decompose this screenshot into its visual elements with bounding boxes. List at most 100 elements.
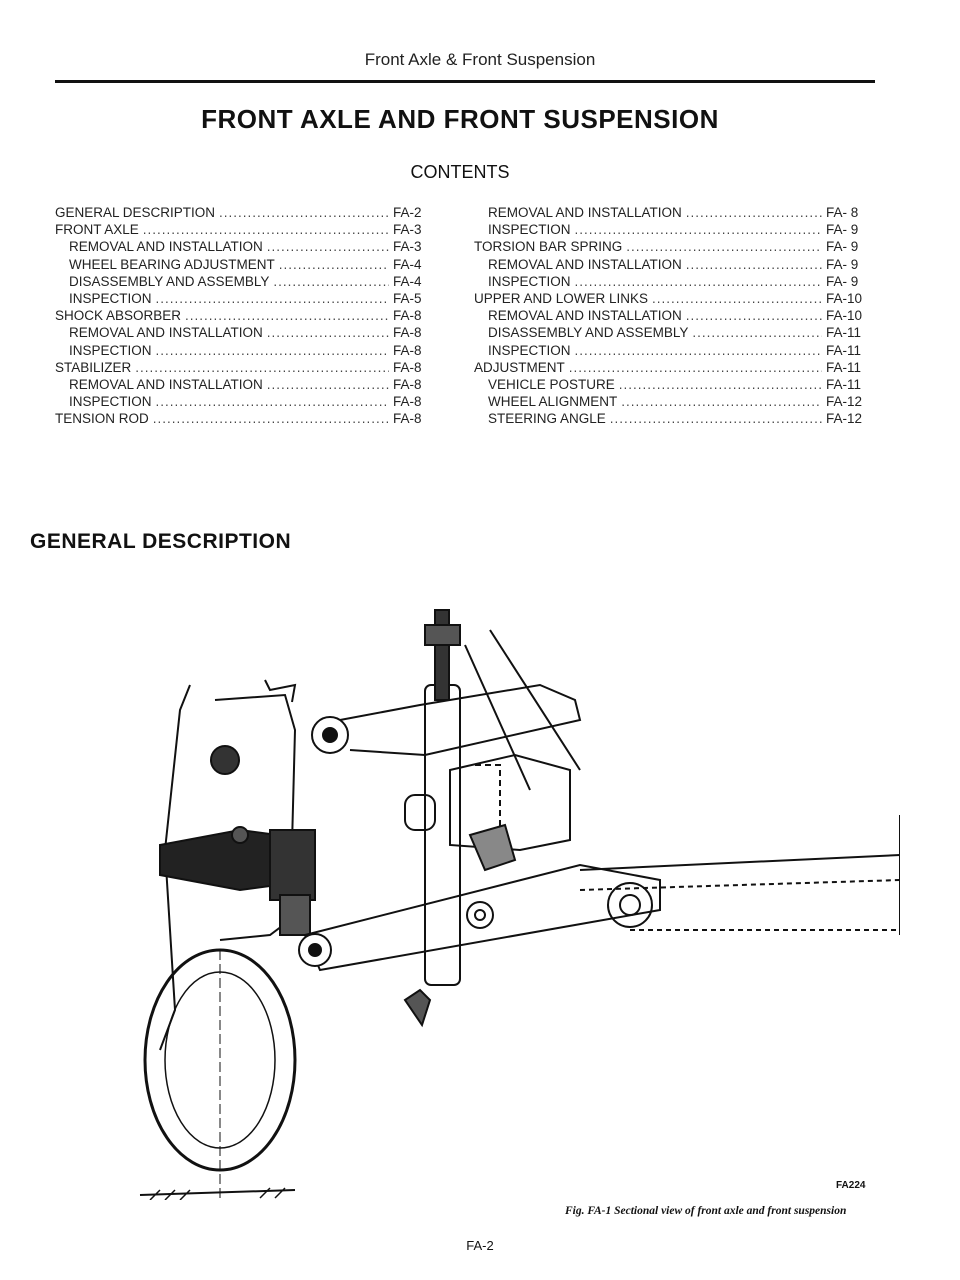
toc-entry-title: INSPECTION xyxy=(488,273,571,289)
toc-entry-title: TORSION BAR SPRING xyxy=(474,239,623,255)
front-suspension-diagram xyxy=(139,609,900,1200)
figure-code: FA224 xyxy=(836,1180,866,1191)
toc-entry: REMOVAL AND INSTALLATIONFA-10 xyxy=(474,307,878,324)
toc-entry-title: WHEEL BEARING ADJUSTMENT xyxy=(69,256,275,272)
frame-bracket xyxy=(449,753,571,852)
toc-entry-title: REMOVAL AND INSTALLATION xyxy=(69,376,263,392)
toc-leader-dots xyxy=(686,204,822,221)
toc-entry-title: INSPECTION xyxy=(69,342,152,358)
toc-entry: REMOVAL AND INSTALLATIONFA- 9 xyxy=(474,256,878,273)
section-heading: GENERAL DESCRIPTION xyxy=(30,530,292,553)
toc-leader-dots xyxy=(626,238,822,255)
toc-leader-dots xyxy=(143,221,389,238)
toc-entry-page: FA-8 xyxy=(393,359,422,375)
toc-entry: REMOVAL AND INSTALLATION FA-8 xyxy=(55,376,445,393)
toc-entry-title: STEERING ANGLE xyxy=(488,411,606,427)
toc-entry-page: FA-11 xyxy=(826,376,862,392)
toc-entry-page: FA-3 xyxy=(393,239,422,255)
header-rule xyxy=(55,80,875,83)
toc-leader-dots xyxy=(267,324,389,341)
toc-entry-page: FA-4 xyxy=(393,273,422,289)
toc-entry: INSPECTIONFA-11 xyxy=(474,342,878,359)
toc-leader-dots xyxy=(652,290,822,307)
contents-heading: CONTENTS xyxy=(410,162,510,182)
toc-entry-page: FA- 8 xyxy=(826,205,859,220)
toc-leader-dots xyxy=(279,256,389,273)
toc-entry-page: FA-8 xyxy=(393,308,422,324)
lower-link-pivot xyxy=(607,882,653,928)
toc-entry-page: FA-3 xyxy=(393,222,422,238)
toc-leader-dots xyxy=(575,342,822,359)
brake-drum xyxy=(214,693,297,941)
running-head: Front Axle & Front Suspension xyxy=(364,50,596,69)
knuckle xyxy=(269,829,316,901)
toc-entry-title: REMOVAL AND INSTALLATION xyxy=(488,205,682,220)
toc-entry-page: FA-11 xyxy=(826,359,862,375)
toc-leader-dots xyxy=(267,238,389,255)
toc-leader-dots xyxy=(156,342,389,359)
toc-entry-title: REMOVAL AND INSTALLATION xyxy=(69,239,263,255)
toc-right-column: REMOVAL AND INSTALLATIONFA- 8INSPECTIONF… xyxy=(474,204,878,427)
toc-leader-dots xyxy=(156,290,389,307)
toc-entry: WHEEL BEARING ADJUSTMENTFA-4 xyxy=(55,256,445,273)
toc-entry: REMOVAL AND INSTALLATION FA- 8 xyxy=(474,204,878,221)
page-number: FA-2 xyxy=(466,1238,494,1253)
toc-entry: SHOCK ABSORBERFA-8 xyxy=(55,307,445,324)
toc-leader-dots xyxy=(686,256,822,273)
toc-entry-title: STABILIZER xyxy=(55,359,132,375)
figure-caption: Fig. FA-1 Sectional view of front axle a… xyxy=(565,1205,847,1217)
toc-entry-title: VEHICLE POSTURE xyxy=(488,376,615,392)
toc-entry: DISASSEMBLY AND ASSEMBLYFA-4 xyxy=(55,273,445,290)
toc-leader-dots xyxy=(686,307,822,324)
toc-entry: REMOVAL AND INSTALLATION FA-8 xyxy=(55,324,445,341)
toc-entry: INSPECTIONFA- 9 xyxy=(474,273,878,290)
toc-leader-dots xyxy=(569,359,822,376)
toc-entry-page: FA- 9 xyxy=(826,222,859,238)
toc-leader-dots xyxy=(273,273,389,290)
toc-entry-page: FA-8 xyxy=(393,376,422,392)
toc-entry-title: INSPECTION xyxy=(488,222,571,238)
toc-entry-title: REMOVAL AND INSTALLATION xyxy=(488,256,682,272)
toc-entry: TORSION BAR SPRING FA- 9 xyxy=(474,238,878,255)
toc-entry-title: REMOVAL AND INSTALLATION xyxy=(488,308,682,324)
toc-entry-page: FA- 9 xyxy=(826,239,859,255)
toc-entry-page: FA-12 xyxy=(826,394,863,410)
toc-leader-dots xyxy=(219,204,389,221)
toc-leader-dots xyxy=(135,359,389,376)
ground-line xyxy=(139,1189,296,1196)
torsion-bar xyxy=(579,854,900,871)
toc-entry: VEHICLE POSTURE FA-11 xyxy=(474,376,878,393)
lower-link xyxy=(303,863,661,972)
toc-entry: INSPECTIONFA-8 xyxy=(55,393,445,410)
shock-absorber xyxy=(424,684,461,986)
toc-entry-title: INSPECTION xyxy=(69,290,152,306)
toc-leader-dots xyxy=(575,273,822,290)
toc-entry-page: FA-5 xyxy=(393,290,422,306)
toc-entry-title: WHEEL ALIGNMENT xyxy=(488,394,618,410)
toc-entry-title: DISASSEMBLY AND ASSEMBLY xyxy=(488,325,689,341)
toc-entry-page: FA-8 xyxy=(393,325,422,341)
hub-bolt xyxy=(210,745,240,775)
toc-entry-page: FA-8 xyxy=(393,342,422,358)
toc-entry: FRONT AXLE FA-3 xyxy=(55,221,445,238)
toc-entry: INSPECTION FA-5 xyxy=(55,290,445,307)
toc-entry-title: ADJUSTMENT xyxy=(474,359,565,375)
toc-entry-title: FRONT AXLE xyxy=(55,222,139,238)
toc-entry: WHEEL ALIGNMENT FA-12 xyxy=(474,393,878,410)
toc-entry-page: FA-10 xyxy=(826,290,863,306)
page-title: FRONT AXLE AND FRONT SUSPENSION xyxy=(201,104,719,134)
toc-entry-title: REMOVAL AND INSTALLATION xyxy=(69,325,263,341)
toc-entry: UPPER AND LOWER LINKSFA-10 xyxy=(474,290,878,307)
toc-entry-title: TENSION ROD xyxy=(55,411,149,427)
toc-entry-title: INSPECTION xyxy=(69,394,152,410)
toc-entry: INSPECTION FA- 9 xyxy=(474,221,878,238)
toc-entry-page: FA-11 xyxy=(826,342,862,358)
toc-leader-dots xyxy=(156,393,389,410)
toc-entry-page: FA-2 xyxy=(393,205,422,220)
toc-entry-page: FA-12 xyxy=(826,411,863,427)
toc-entry: ADJUSTMENT FA-11 xyxy=(474,359,878,376)
toc-entry: STEERING ANGLE FA-12 xyxy=(474,410,878,427)
toc-leader-dots xyxy=(619,376,822,393)
toc-entry: STABILIZER FA-8 xyxy=(55,359,445,376)
